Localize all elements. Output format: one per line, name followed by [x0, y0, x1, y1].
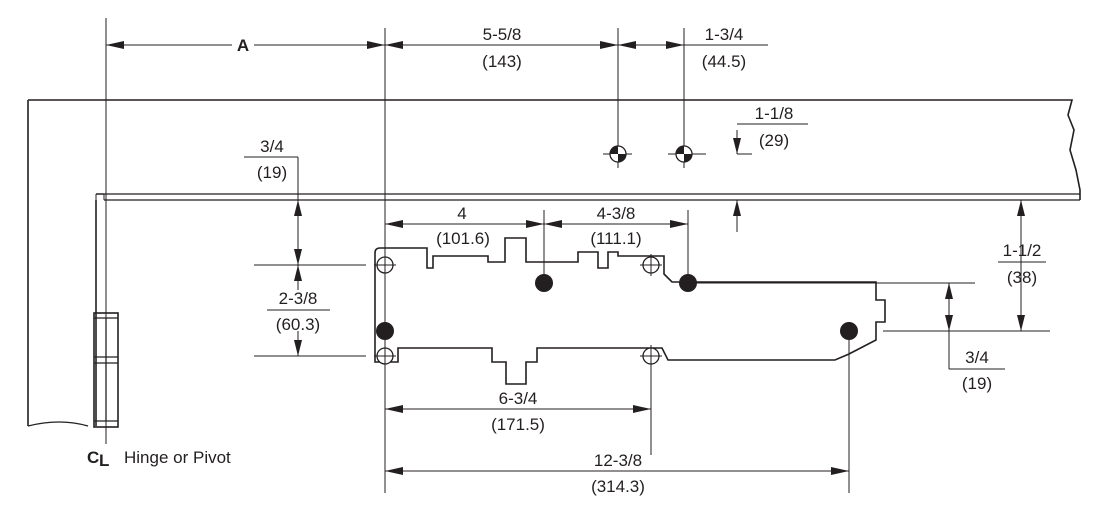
extension-lines [254, 28, 1050, 493]
dimension-12-3-8-mm: (314.3) [591, 477, 645, 496]
dimension-1-1-8-inch: 1-1/8 [755, 104, 794, 123]
hole-top-mid [640, 254, 662, 276]
plate-holes [374, 254, 662, 367]
dimension-6-3-4: 6-3/4 (171.5) [385, 389, 651, 434]
dimension-3-4-right: 3/4 (19) [945, 283, 1005, 393]
header-mark-2 [668, 140, 706, 168]
dimension-3-4-left-mm: (19) [257, 163, 287, 182]
door-frame-outline [27, 99, 1081, 427]
dimension-2-3-8: 2-3/8 (60.3) [267, 265, 330, 356]
dimension-4-3-8: 4-3/8 (111.1) [544, 204, 688, 248]
dimension-2-3-8-inch: 2-3/8 [279, 289, 318, 308]
fastener-b [679, 274, 697, 292]
dimension-1-3-4-mm: (44.5) [702, 52, 746, 71]
dimension-3-4-right-mm: (19) [962, 374, 992, 393]
dimension-a-label: A [237, 36, 249, 55]
dimension-1-1-2-inch: 1-1/2 [1003, 241, 1042, 260]
centerline-symbol: C L [87, 448, 109, 470]
dimension-6-3-4-inch: 6-3/4 [499, 389, 538, 408]
mounting-plate [374, 237, 886, 385]
dimension-1-1-8: 1-1/8 (29) [733, 104, 808, 232]
dimension-a: A [106, 36, 385, 55]
dimension-1-3-4: 1-3/4 (44.5) [618, 25, 768, 71]
dimension-3-4-left-inch: 3/4 [260, 137, 284, 156]
dimension-5-5-8-mm: (143) [482, 52, 522, 71]
dimension-5-5-8-inch: 5-5/8 [483, 25, 522, 44]
dimension-3-4-right-inch: 3/4 [965, 348, 989, 367]
dimension-4-3-8-mm: (111.1) [590, 229, 641, 248]
svg-text:C: C [87, 448, 99, 467]
dimension-12-3-8-inch: 12-3/8 [594, 451, 642, 470]
dimension-2-3-8-mm: (60.3) [276, 315, 320, 334]
fastener-right [840, 322, 858, 340]
fastener-a [535, 274, 553, 292]
dimension-12-3-8: 12-3/8 (314.3) [385, 451, 849, 496]
dimension-3-4-left: 3/4 (19) [244, 137, 302, 283]
dimension-1-1-2: 1-1/2 (38) [998, 200, 1046, 331]
dimension-4-mm: (101.6) [436, 229, 490, 248]
header-hole-marks [603, 140, 706, 168]
dimension-1-1-8-mm: (29) [759, 131, 789, 150]
dimension-1-1-2-mm: (38) [1007, 268, 1037, 287]
dimension-6-3-4-mm: (171.5) [491, 415, 545, 434]
hinge-or-pivot-label: Hinge or Pivot [124, 448, 231, 467]
hinge [93, 18, 119, 444]
dimension-1-3-4-inch: 1-3/4 [705, 25, 744, 44]
dimension-5-5-8: 5-5/8 (143) [385, 25, 618, 71]
dimension-4-inch: 4 [457, 204, 466, 223]
dimension-4-3-8-inch: 4-3/8 [597, 204, 636, 223]
hole-bottom-mid [640, 345, 662, 367]
dimension-4: 4 (101.6) [385, 204, 544, 248]
fastener-holes [376, 274, 858, 340]
header-mark-1 [603, 140, 632, 168]
svg-text:L: L [99, 451, 109, 470]
